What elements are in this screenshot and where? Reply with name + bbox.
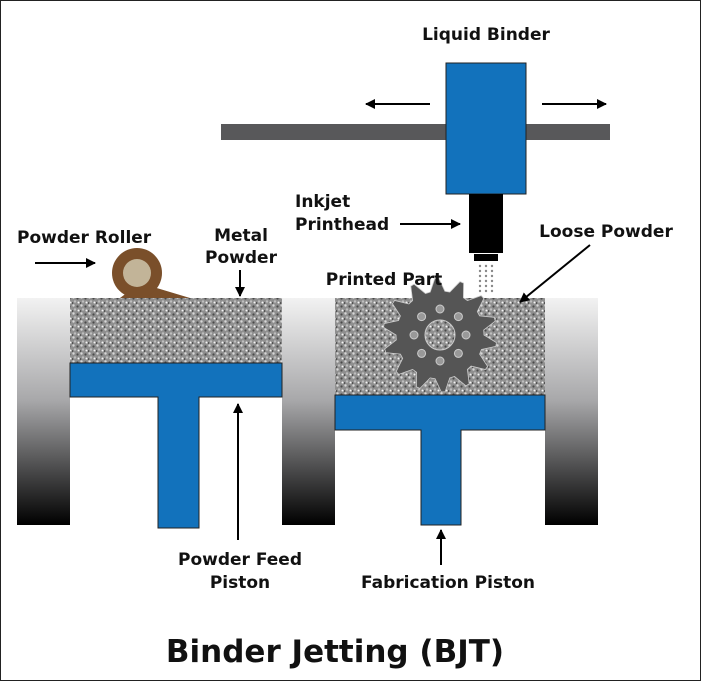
metal-powder-bed [70, 298, 282, 363]
label-metal-line1: Metal [214, 226, 268, 246]
label-loose-powder: Loose Powder [539, 222, 673, 242]
gear-hub [424, 319, 456, 351]
label-powder-feed-line2: Piston [210, 573, 270, 593]
label-metal-line2: Powder [205, 248, 278, 268]
diagram-title: Binder Jetting (BJT) [166, 634, 504, 670]
gear-hole [409, 330, 419, 340]
printhead-nozzle [474, 254, 498, 261]
liquid-binder-reservoir [445, 62, 527, 195]
label-fabrication-piston: Fabrication Piston [361, 573, 535, 593]
binder-droplets [478, 264, 494, 293]
gantry-rail [221, 124, 610, 140]
gear-hole [461, 330, 471, 340]
label-inkjet-line2: Printhead [295, 215, 389, 235]
label-powder-feed-line1: Powder Feed [178, 550, 302, 570]
gear-hole [417, 348, 427, 358]
powder-roller [112, 248, 190, 298]
label-inkjet-line1: Inkjet [295, 192, 350, 212]
printed-part-gear [383, 277, 497, 393]
gear-hole [435, 356, 445, 366]
left-outer-wall [17, 298, 70, 525]
gear-hole [435, 304, 445, 314]
center-wall [282, 298, 335, 525]
fabrication-piston [334, 394, 546, 526]
label-powder-roller: Powder Roller [17, 228, 152, 248]
label-printed-part: Printed Part [326, 270, 443, 290]
gear-hole [453, 348, 463, 358]
loose-powder-arrow [519, 244, 591, 303]
gear-hole [417, 312, 427, 322]
powder-feed-piston [69, 362, 283, 529]
inkjet-printhead [469, 194, 503, 253]
gear-hole [453, 312, 463, 322]
right-outer-wall [545, 298, 598, 525]
label-liquid-binder: Liquid Binder [422, 25, 550, 45]
